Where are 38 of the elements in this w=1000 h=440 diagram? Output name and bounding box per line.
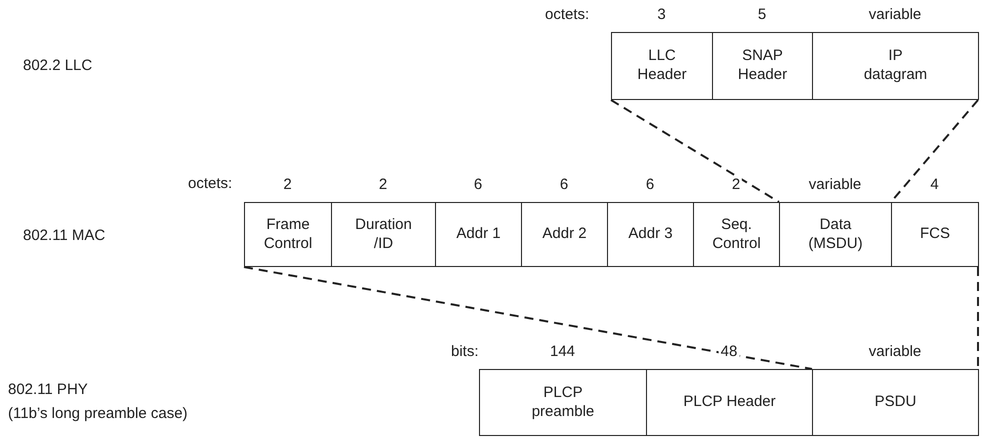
field-box	[521, 202, 608, 267]
row-label: 802.11 PHY	[8, 381, 88, 399]
field-label: Frame Control	[262, 216, 314, 254]
field-box	[812, 369, 979, 436]
field-label: Duration /ID	[354, 216, 413, 254]
field-label: Addr 2	[542, 225, 587, 244]
field-label: FCS	[920, 225, 950, 244]
field-box	[479, 369, 647, 436]
field-label: Addr 3	[628, 225, 673, 244]
field-box	[331, 202, 436, 267]
field-label: PLCP Header	[683, 393, 776, 412]
field-box	[244, 202, 332, 267]
field-box	[611, 32, 713, 100]
field-box	[779, 202, 892, 267]
row-label: (11b’s long preamble case)	[8, 405, 188, 423]
expansion-line	[977, 267, 979, 369]
field-label: PSDU	[874, 393, 916, 412]
field-box	[435, 202, 522, 267]
expansion-line	[244, 266, 812, 370]
field-box	[712, 32, 813, 100]
field-label: Addr 1	[456, 225, 501, 244]
row-label: octets:	[545, 6, 590, 24]
field-box	[693, 202, 780, 267]
field-box	[607, 202, 694, 267]
field-label: SNAP Header	[736, 47, 788, 85]
field-label: PLCP preamble	[530, 384, 596, 422]
field-box	[812, 32, 979, 100]
field-label: IP datagram	[862, 47, 928, 85]
field-label: Data (MSDU)	[807, 216, 864, 254]
row-label: 802.2 LLC	[23, 57, 92, 75]
field-box	[891, 202, 979, 267]
row-label: octets:	[188, 175, 232, 193]
expansion-line	[610, 99, 780, 203]
field-label: LLC Header	[636, 47, 688, 85]
field-label: Seq. Control	[711, 216, 762, 254]
field-box	[646, 369, 813, 436]
row-label: bits:	[451, 343, 479, 361]
row-label: 802.11 MAC	[23, 227, 106, 245]
